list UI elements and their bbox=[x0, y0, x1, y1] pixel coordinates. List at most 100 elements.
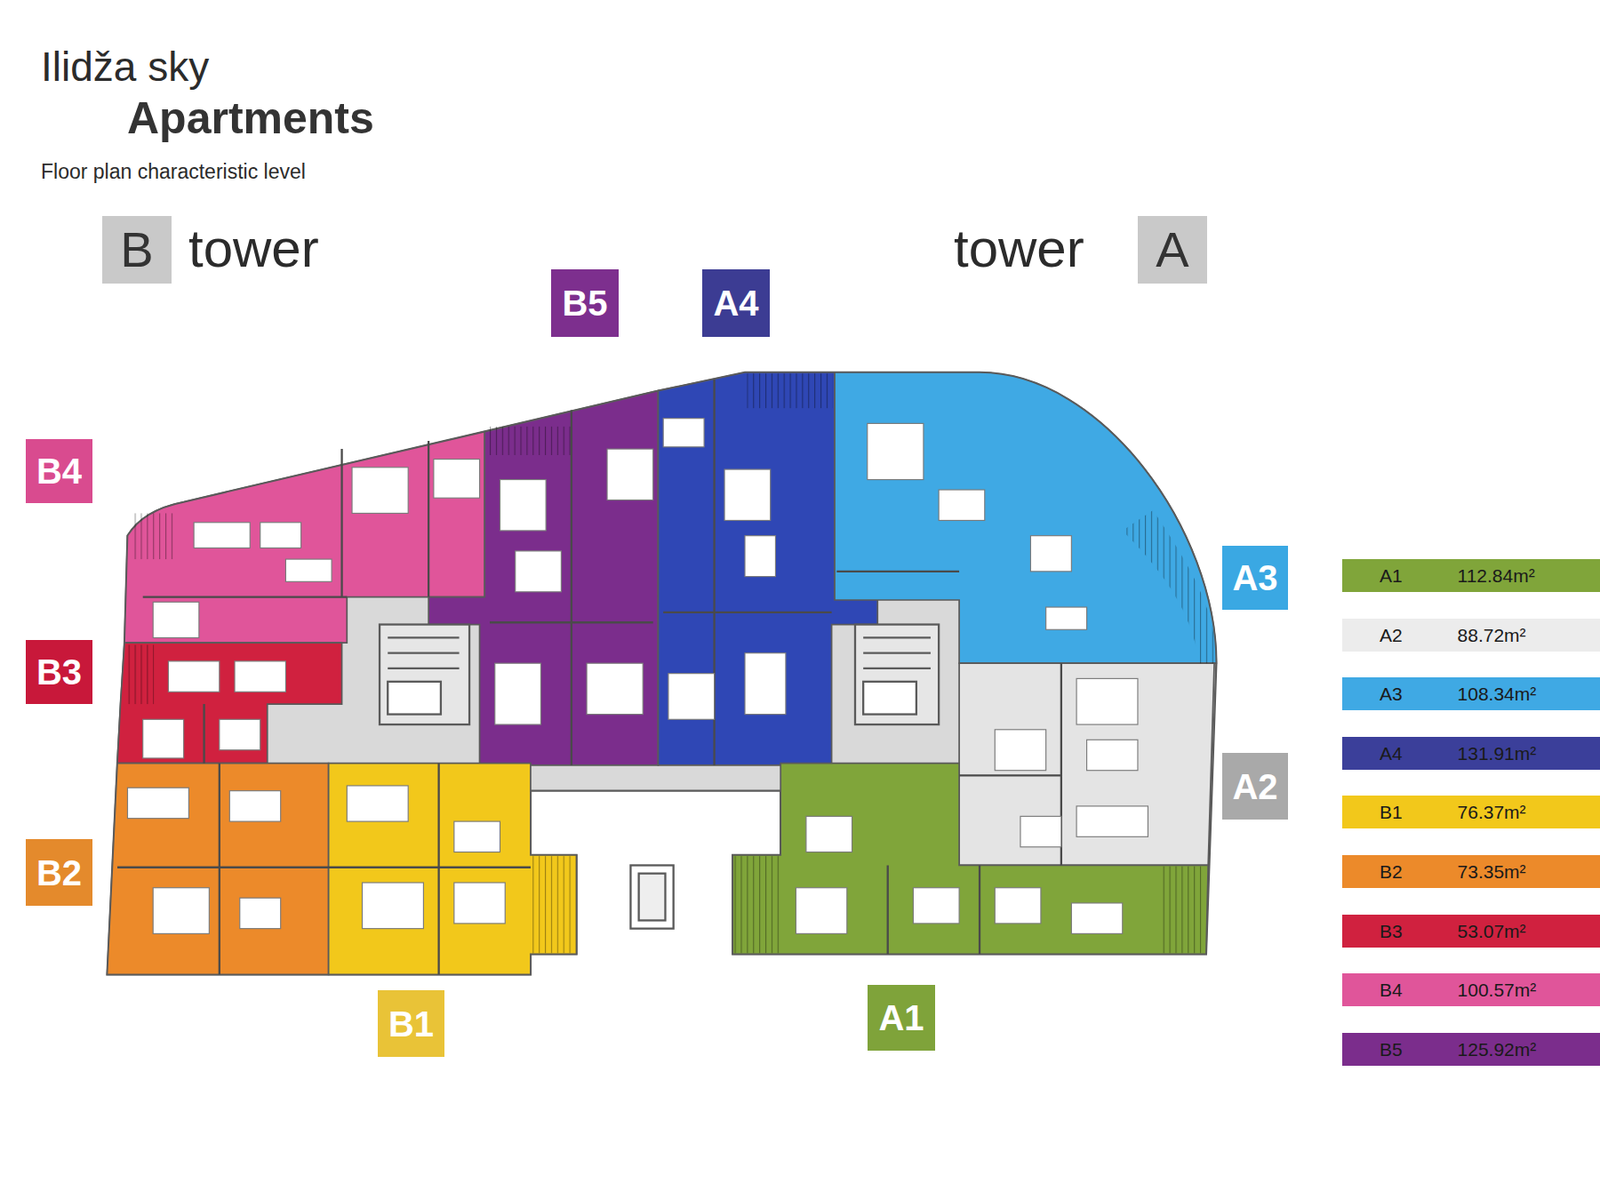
wall-lines bbox=[117, 379, 1062, 975]
furniture bbox=[234, 661, 286, 692]
tower-heading: tower bbox=[953, 222, 1085, 276]
node-text: A1 bbox=[878, 1000, 924, 1036]
furniture bbox=[663, 418, 704, 448]
furniture bbox=[495, 663, 542, 725]
lift bbox=[863, 681, 917, 715]
balcony bbox=[132, 512, 176, 560]
node-text: B bbox=[120, 224, 153, 275]
furniture bbox=[668, 673, 715, 720]
legend-swatch: A3 108.34m² bbox=[1342, 677, 1600, 711]
stair-lines bbox=[387, 637, 931, 668]
furniture bbox=[867, 423, 924, 480]
stair-core bbox=[855, 624, 939, 726]
balcony bbox=[1159, 866, 1206, 954]
balconies bbox=[125, 373, 1216, 953]
furniture bbox=[994, 888, 1041, 924]
lift bbox=[387, 681, 441, 715]
legend-swatch: B5 125.92m² bbox=[1342, 1032, 1600, 1066]
unit-tag: B2 bbox=[25, 839, 93, 906]
balcony bbox=[531, 856, 576, 953]
legend-text: A3 108.34m² bbox=[1379, 684, 1536, 704]
legend-text: A2 88.72m² bbox=[1379, 625, 1527, 645]
interior-walls bbox=[117, 379, 1062, 975]
legend-text: B4 100.57m² bbox=[1379, 980, 1536, 1000]
furniture bbox=[454, 882, 505, 924]
balcony bbox=[733, 856, 780, 953]
a3-region bbox=[834, 372, 1216, 664]
furniture bbox=[586, 663, 643, 714]
unit-tag: B4 bbox=[25, 439, 93, 504]
unit-tag: A4 bbox=[702, 269, 770, 337]
furniture bbox=[994, 729, 1046, 771]
furniture bbox=[193, 522, 250, 549]
legend-text: A1 112.84m² bbox=[1379, 566, 1536, 585]
legend-text: B1 76.37m² bbox=[1379, 802, 1527, 822]
cores bbox=[379, 624, 939, 929]
unit-tag: A2 bbox=[1222, 752, 1288, 820]
node-text: B2 bbox=[36, 855, 82, 891]
node-text: B5 bbox=[561, 285, 608, 321]
legend-text: B2 73.35m² bbox=[1379, 862, 1527, 881]
furniture bbox=[1020, 816, 1062, 847]
legend-swatch: A2 88.72m² bbox=[1342, 618, 1600, 652]
light-well bbox=[630, 864, 673, 928]
furniture bbox=[285, 559, 332, 582]
node-text: B1 bbox=[388, 1006, 434, 1042]
furniture bbox=[500, 480, 547, 531]
furniture bbox=[127, 787, 189, 818]
furniture bbox=[152, 601, 200, 638]
furniture bbox=[1076, 678, 1138, 725]
legend-swatch: B1 76.37m² bbox=[1342, 795, 1600, 829]
furniture bbox=[260, 522, 302, 549]
subtitle: Floor plan characteristic level bbox=[40, 161, 306, 183]
unit-tag: A1 bbox=[867, 984, 936, 1051]
b1-region bbox=[328, 763, 577, 976]
unit-tag: B3 bbox=[25, 640, 93, 704]
building-footprint bbox=[107, 372, 1217, 975]
legend-text: A4 131.91m² bbox=[1379, 744, 1536, 763]
furniture bbox=[229, 791, 280, 822]
balcony bbox=[125, 645, 154, 705]
furniture bbox=[744, 536, 776, 577]
b3-region bbox=[117, 642, 343, 763]
furniture bbox=[168, 661, 219, 692]
furniture bbox=[724, 469, 771, 520]
legend-swatch: B2 73.35m² bbox=[1342, 855, 1600, 888]
footprint bbox=[107, 372, 1217, 975]
unit-tag: A3 bbox=[1222, 545, 1288, 610]
furniture bbox=[143, 719, 184, 759]
legend-swatch: A4 131.91m² bbox=[1342, 736, 1600, 770]
unit-tag: B1 bbox=[377, 990, 445, 1057]
furniture bbox=[795, 888, 847, 935]
node-text: B3 bbox=[36, 654, 82, 690]
node-text: A4 bbox=[712, 285, 759, 321]
node-text: A2 bbox=[1232, 768, 1278, 805]
furniture bbox=[219, 719, 261, 750]
furniture bbox=[152, 888, 209, 935]
furniture bbox=[1071, 903, 1122, 934]
b2-region bbox=[107, 763, 329, 976]
a1-region bbox=[732, 763, 1208, 955]
unit-tag: B5 bbox=[551, 269, 619, 337]
tower-badge: A bbox=[1137, 216, 1208, 284]
tower-badge: B bbox=[102, 216, 172, 284]
furniture bbox=[607, 448, 654, 500]
stair-core bbox=[379, 624, 470, 726]
legend-swatch: B4 100.57m² bbox=[1342, 973, 1600, 1007]
legend-text: B5 125.92m² bbox=[1379, 1040, 1536, 1059]
furniture bbox=[744, 653, 786, 715]
light-well-inner bbox=[639, 873, 666, 921]
tower-heading: tower bbox=[188, 222, 320, 276]
a2-region bbox=[959, 663, 1215, 865]
apartment-regions bbox=[107, 372, 1217, 975]
furniture bbox=[240, 897, 281, 928]
furniture bbox=[346, 785, 408, 822]
node-text: A3 bbox=[1232, 560, 1278, 596]
furniture bbox=[1087, 739, 1138, 770]
furniture bbox=[352, 467, 408, 514]
furniture bbox=[1046, 607, 1088, 630]
node-text: A bbox=[1155, 224, 1189, 275]
furniture bbox=[515, 551, 562, 592]
furniture bbox=[1076, 806, 1148, 837]
